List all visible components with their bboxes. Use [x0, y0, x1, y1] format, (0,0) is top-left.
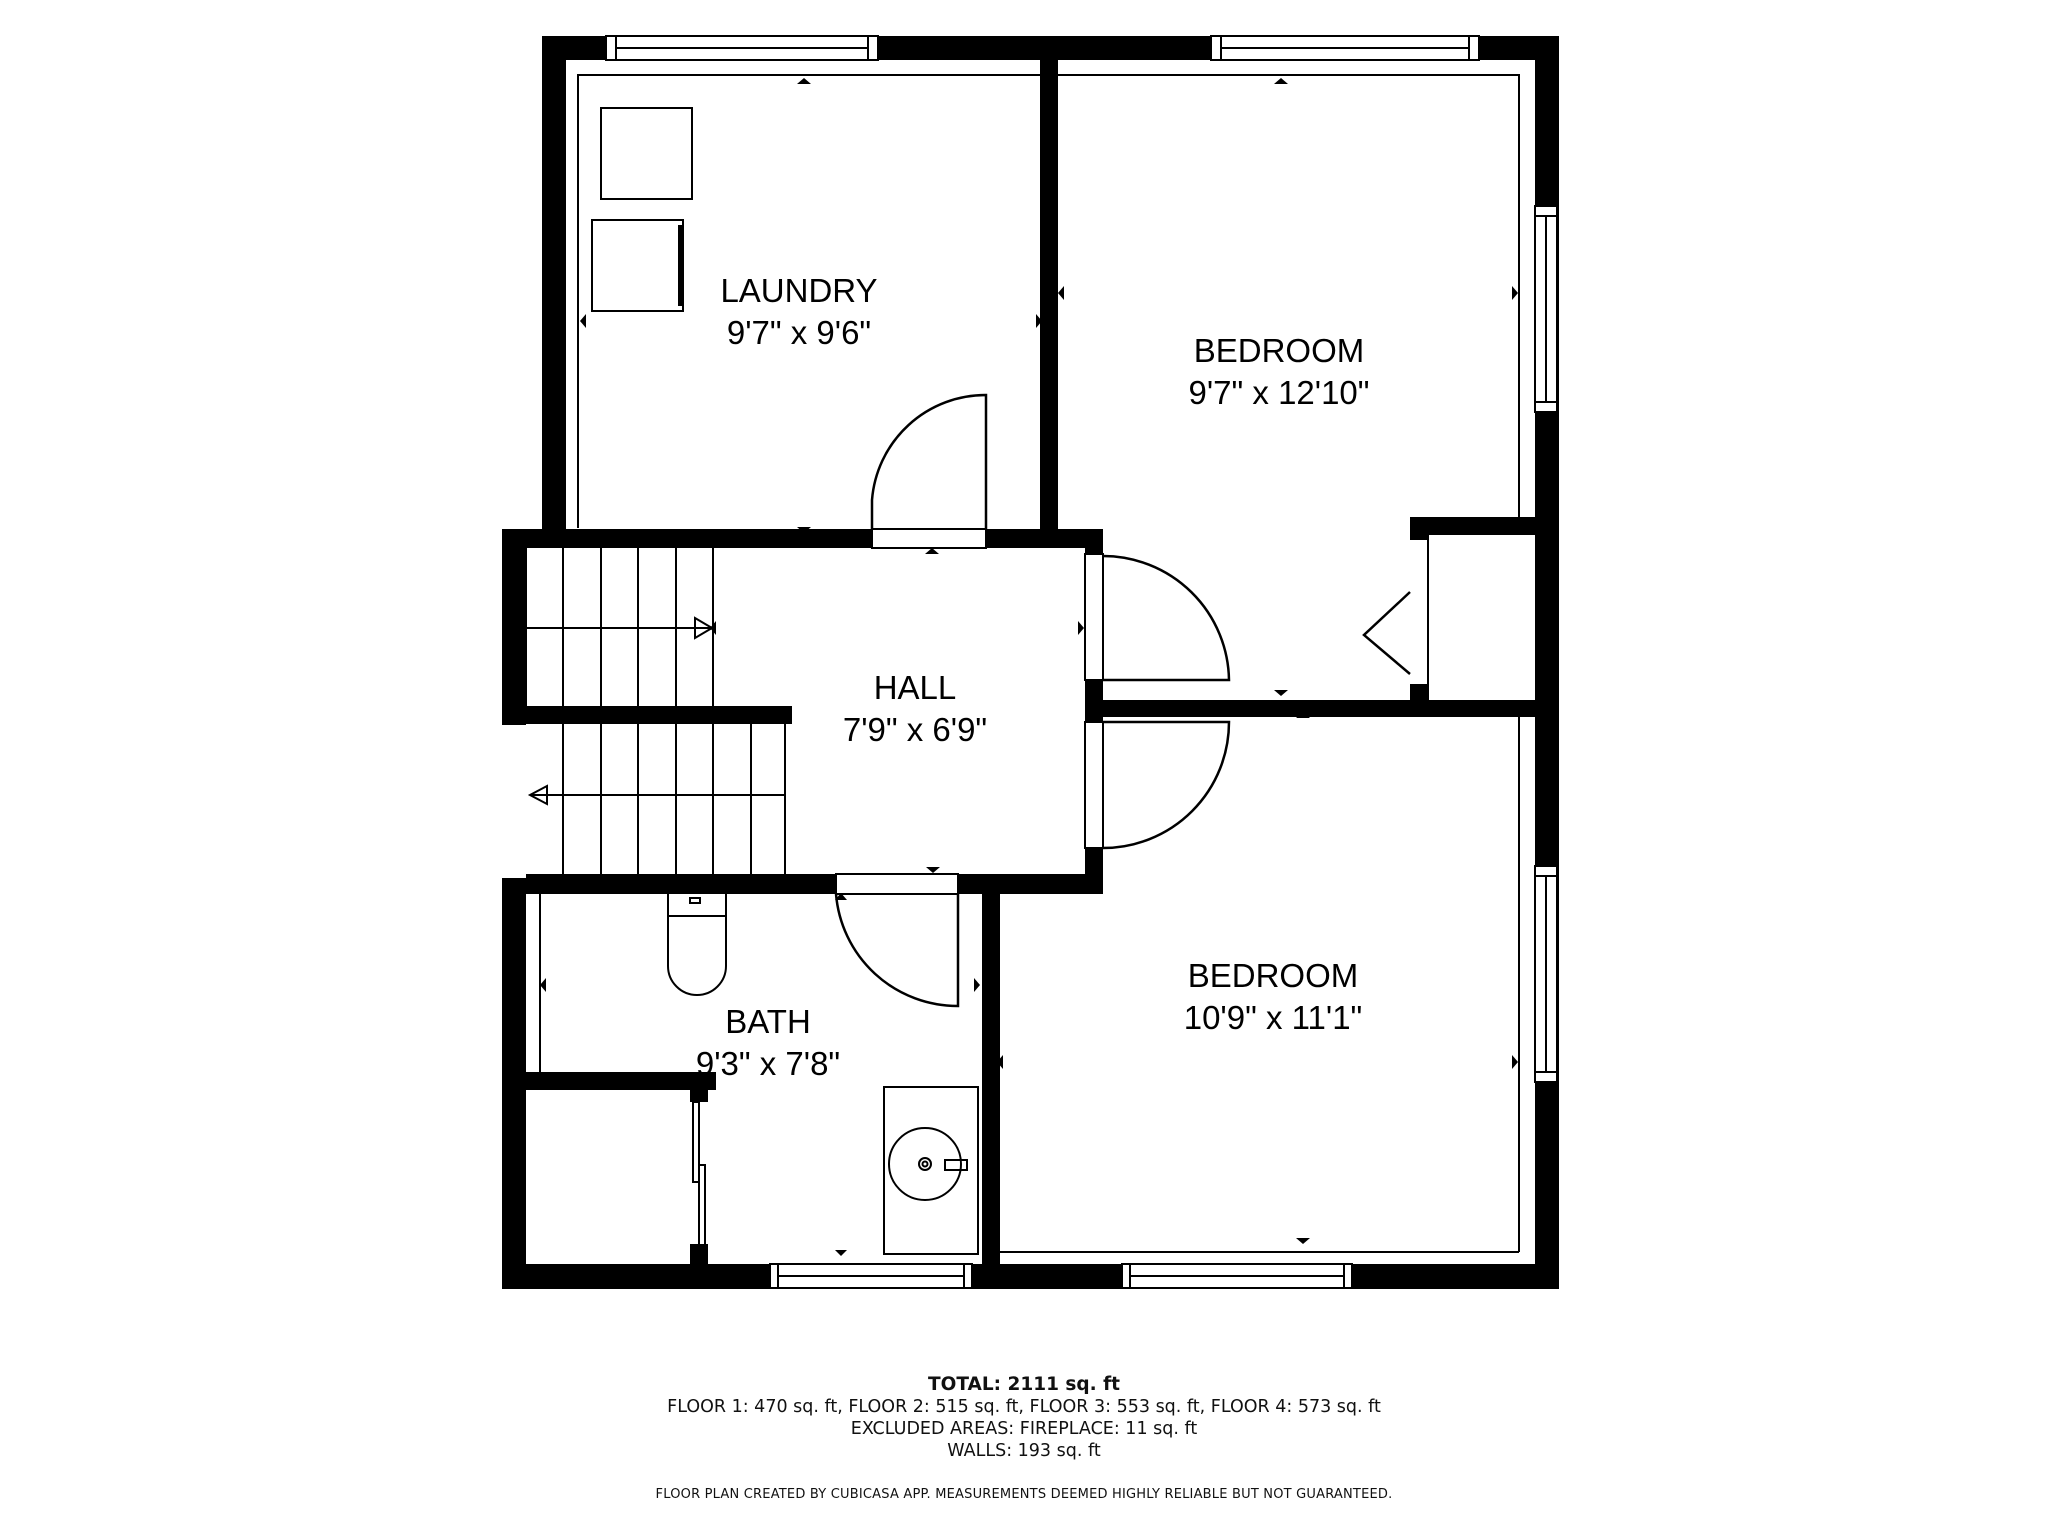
walls-area: WALLS: 193 sq. ft	[947, 1441, 1101, 1461]
fixtures	[591, 107, 979, 1255]
dryer-icon	[600, 107, 693, 200]
area-summary: TOTAL: 2111 sq. ft FLOOR 1: 470 sq. ft, …	[0, 1374, 2048, 1506]
room-label-laundry: LAUNDRY 9'7" x 9'6"	[720, 270, 877, 354]
room-name: BEDROOM	[1187, 957, 1359, 994]
doors	[692, 393, 1411, 1246]
room-label-bedroom-2: BEDROOM 10'9" x 11'1"	[1184, 955, 1363, 1039]
stairs	[525, 548, 786, 874]
sink-vanity-icon	[883, 1086, 979, 1255]
room-name: LAUNDRY	[720, 272, 878, 309]
toilet-icon	[667, 887, 727, 996]
dimension-markers	[540, 78, 1518, 1256]
door-openings	[502, 528, 1428, 895]
disclaimer: FLOOR PLAN CREATED BY CUBICASA APP. MEAS…	[655, 1487, 1393, 1502]
washer-icon	[591, 219, 684, 312]
room-label-hall: HALL 7'9" x 6'9"	[843, 667, 987, 751]
room-dimensions: 9'3" x 7'8"	[695, 1045, 841, 1082]
room-name: HALL	[873, 669, 957, 706]
room-dimensions: 7'9" x 6'9"	[842, 711, 988, 748]
floor-areas: FLOOR 1: 470 sq. ft, FLOOR 2: 515 sq. ft…	[667, 1397, 1381, 1417]
total-area: TOTAL: 2111 sq. ft	[927, 1374, 1121, 1395]
windows	[605, 35, 1558, 1289]
walls	[502, 36, 1559, 1289]
room-dimensions: 9'7" x 12'10"	[1188, 374, 1370, 411]
room-label-bath: BATH 9'3" x 7'8"	[696, 1001, 840, 1085]
room-label-bedroom-1: BEDROOM 9'7" x 12'10"	[1189, 330, 1370, 414]
room-dimensions: 9'7" x 9'6"	[726, 314, 872, 351]
interior-lines	[539, 74, 1520, 1253]
room-name: BATH	[725, 1003, 811, 1040]
room-dimensions: 10'9" x 11'1"	[1183, 999, 1363, 1036]
excluded-areas: EXCLUDED AREAS: FIREPLACE: 11 sq. ft	[850, 1419, 1198, 1439]
room-name: BEDROOM	[1193, 332, 1365, 369]
